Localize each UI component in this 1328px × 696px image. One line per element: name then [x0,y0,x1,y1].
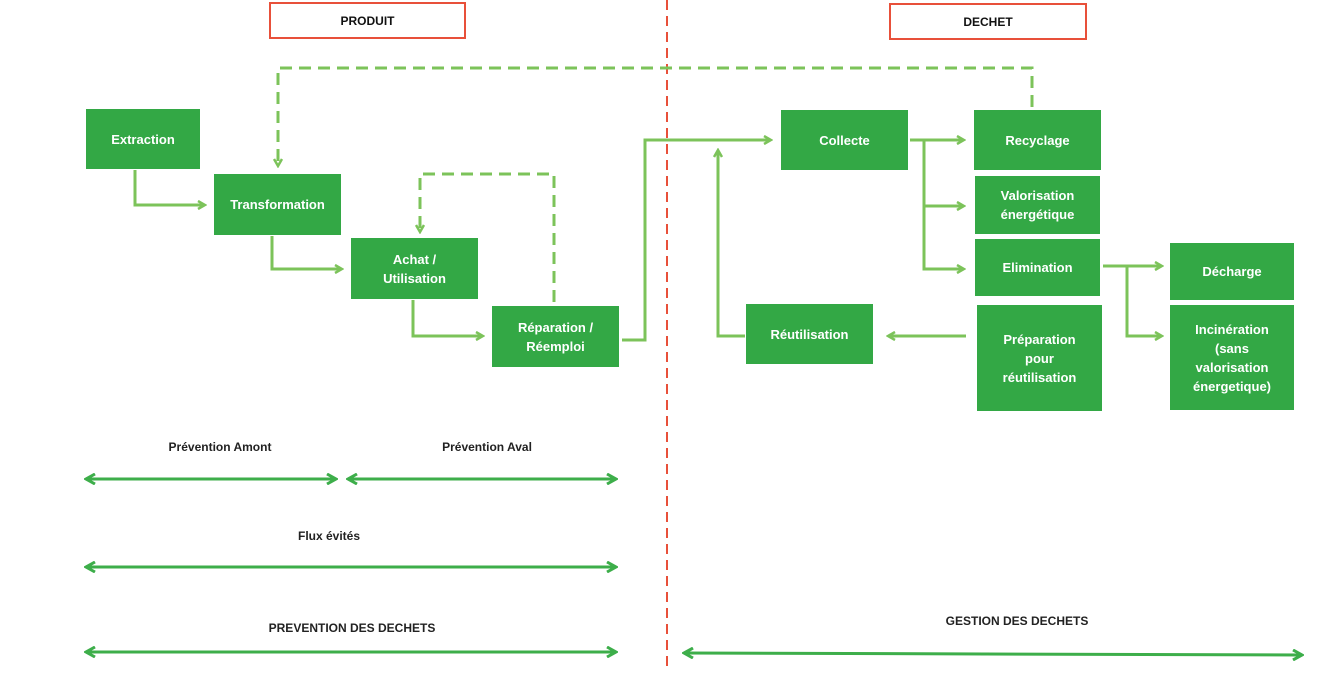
label-gestion-des-dechets: GESTION DES DECHETS [945,614,1089,628]
node-incineration: Incinération (sans valorisation énergeti… [1170,305,1294,410]
recyclage-feedback-arrow [278,66,1034,166]
transformation-to-achat-arrow [270,236,342,269]
node-collecte: Collecte [781,110,908,170]
extraction-to-transformation-arrow [133,170,205,205]
label-prevention-des-dechets: PREVENTION DES DECHETS [268,621,436,635]
node-reparation-reemploi: Réparation / Réemploi [492,306,619,367]
header-dechet: DECHET [889,3,1087,40]
achat-to-reparation-arrow [411,300,483,336]
node-decharge: Décharge [1170,243,1294,300]
reutilisation-to-collecte-arrow [718,150,745,338]
node-elimination: Elimination [975,239,1100,296]
node-preparation-reutilisation: Préparation pour réutilisation [977,305,1102,411]
header-produit: PRODUIT [269,2,466,39]
node-recyclage: Recyclage [974,110,1101,170]
node-transformation: Transformation [214,174,341,235]
label-prevention-aval: Prévention Aval [442,440,532,454]
node-reutilisation: Réutilisation [746,304,873,364]
label-flux-evites: Flux évités [297,529,361,543]
label-prevention-amont: Prévention Amont [168,440,272,454]
node-extraction: Extraction [86,109,200,169]
gestion-dechets-span [684,653,1302,655]
elimination-to-incineration-arrow [1125,266,1162,336]
reparation-to-collecte-arrow [622,140,771,342]
node-achat-utilisation: Achat / Utilisation [351,238,478,299]
collecte-to-valorisation-arrow [922,140,964,206]
node-valorisation-energetique: Valorisation énergétique [975,176,1100,234]
reparation-feedback-arrow [420,172,556,302]
collecte-to-elimination-arrow [922,206,964,269]
